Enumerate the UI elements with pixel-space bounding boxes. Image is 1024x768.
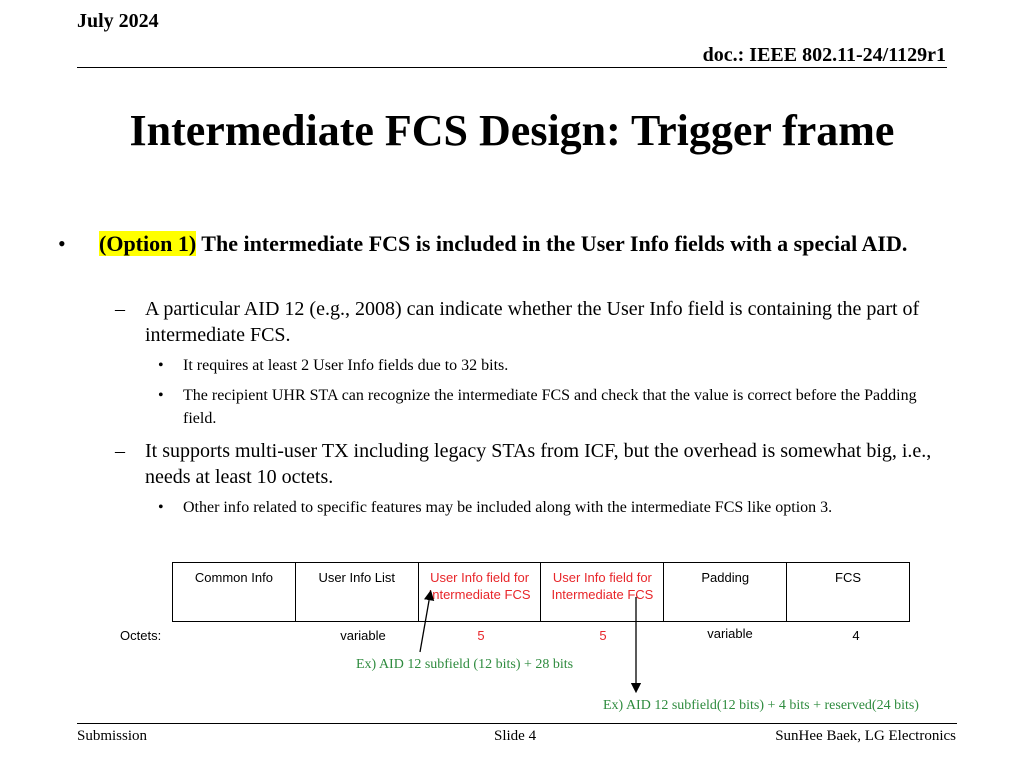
frame-field-user-info-list: User Info List xyxy=(296,563,419,621)
footer-submission: Submission xyxy=(77,728,148,744)
option-1-highlight: (Option 1) xyxy=(99,231,197,256)
octets-padding: variable xyxy=(707,626,753,641)
note-option-1-fcs-2: Ex) AID 12 subfield(12 bits) + 4 bits + … xyxy=(603,698,919,713)
frame-field-user-info-fcs-1: User Info field for Intermediate FCS xyxy=(419,563,542,621)
sub-sub-bullet-32bits: It requires at least 2 User Info fields … xyxy=(183,357,509,374)
note-option-1-fcs-1: Ex) AID 12 subfield (12 bits) + 28 bits xyxy=(356,657,574,672)
octets-fcs: 4 xyxy=(852,628,860,643)
frame-field-padding: Padding xyxy=(664,563,788,621)
sub-sub-bullet-marker: • xyxy=(158,387,164,404)
octets-label: Octets: xyxy=(120,628,162,643)
sub-sub-bullet-recipient: The recipient UHR STA can recognize the … xyxy=(183,387,917,427)
trigger-frame-format-table: Common Info User Info List User Info fie… xyxy=(172,562,910,622)
header-date: July 2024 xyxy=(77,10,159,32)
octets-user-info-list: variable xyxy=(340,628,386,643)
footer-slide-number: Slide 4 xyxy=(494,728,537,744)
sub-sub-bullet-marker: • xyxy=(158,499,164,516)
frame-field-user-info-fcs-2: User Info field for Intermediate FCS xyxy=(541,563,665,621)
sub-bullet-multiuser: It supports multi-user TX including lega… xyxy=(145,440,932,488)
sub-bullet-marker: – xyxy=(115,440,125,462)
frame-field-fcs: FCS xyxy=(835,570,862,585)
sub-bullet-marker: – xyxy=(115,298,125,320)
sub-sub-bullet-marker: • xyxy=(158,357,164,374)
bullet-marker: • xyxy=(58,231,66,256)
frame-field-common-info: Common Info xyxy=(173,563,296,621)
footer-author: SunHee Baek, LG Electronics xyxy=(775,728,956,744)
slide-title: Intermediate FCS Design: Trigger frame xyxy=(129,106,895,155)
header-divider xyxy=(77,67,947,68)
footer-divider xyxy=(77,723,957,724)
sub-bullet-aid: A particular AID 12 (e.g., 2008) can ind… xyxy=(145,298,920,346)
octets-fcs-2: 5 xyxy=(599,628,607,643)
arrow-to-fcs-1 xyxy=(419,589,435,653)
sub-sub-bullet-other-info: Other info related to specific features … xyxy=(183,499,833,516)
octets-fcs-1: 5 xyxy=(477,628,485,643)
bullet-option-1: (Option 1) The intermediate FCS is inclu… xyxy=(99,228,919,259)
header-doc-id: doc.: IEEE 802.11-24/1129r1 xyxy=(702,44,946,66)
option-1-text: The intermediate FCS is included in the … xyxy=(196,231,908,256)
